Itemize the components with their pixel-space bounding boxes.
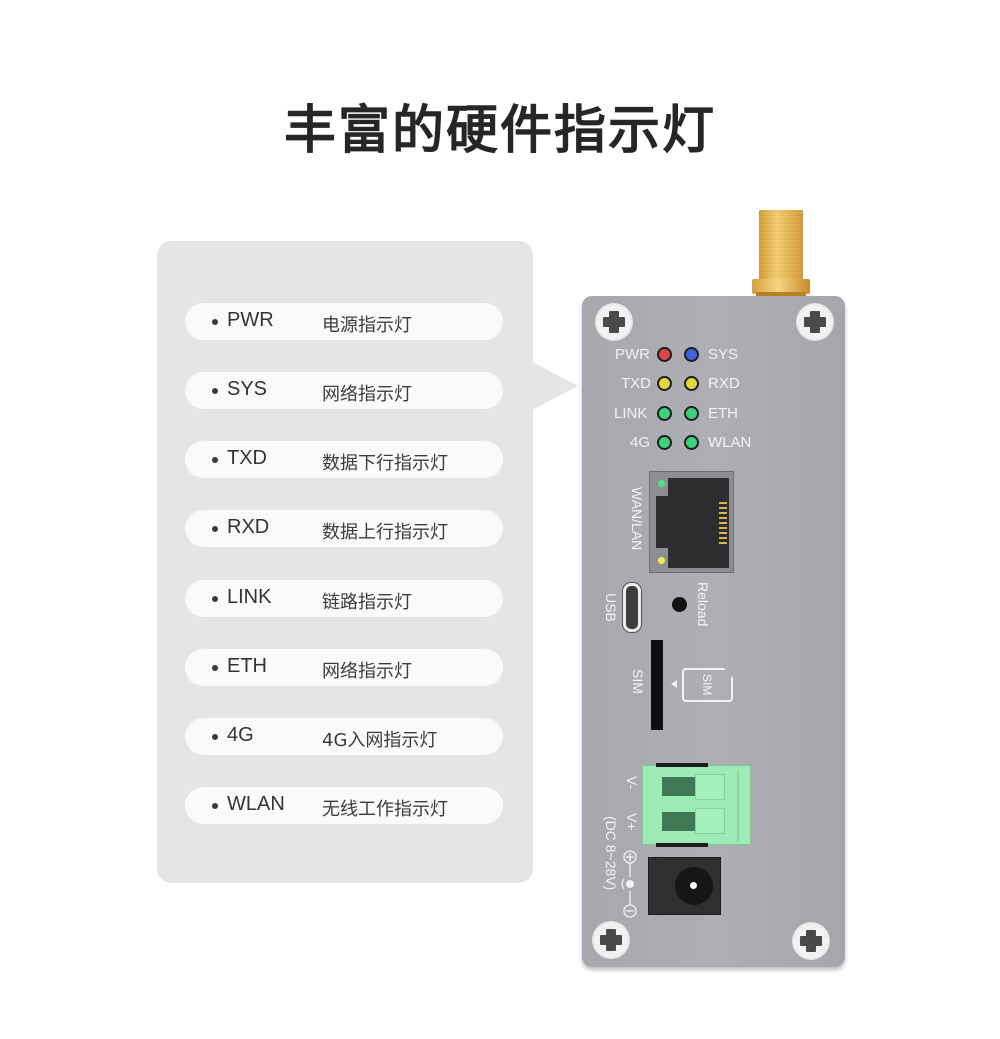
terminal-hole-v-plus: [662, 812, 695, 831]
sma-antenna-connector: [759, 210, 803, 282]
legend-description: 电源指示灯: [322, 315, 412, 336]
legend-code: ETH: [227, 655, 267, 677]
legend-item-wlan: WLAN 无线工作指示灯: [185, 787, 503, 824]
ethernet-pins: [719, 502, 727, 544]
legend-description: 网络指示灯: [322, 384, 412, 405]
antenna-nut: [752, 279, 810, 294]
screw-icon: [792, 922, 830, 960]
ethernet-port: [649, 471, 734, 573]
v-minus-label: V-: [624, 776, 640, 790]
bullet-icon: [212, 388, 218, 394]
legend-item-txd: TXD 数据下行指示灯: [185, 441, 503, 478]
led-pwr-indicator: [657, 347, 672, 362]
router-device-panel: [582, 296, 845, 967]
legend-code: WLAN: [227, 793, 285, 815]
legend-code: 4G: [227, 724, 254, 746]
bullet-icon: [212, 319, 218, 325]
led-wlan-indicator: [684, 435, 699, 450]
led-sys-indicator: [684, 347, 699, 362]
legend-code: RXD: [227, 516, 270, 538]
sim-slot-label: SIM: [630, 669, 646, 694]
legend-code: LINK: [227, 586, 272, 608]
antenna-washer: [756, 292, 806, 297]
bullet-icon: [212, 803, 218, 809]
led-label-4g: 4G: [630, 434, 651, 451]
bullet-icon: [212, 526, 218, 532]
legend-description: 网络指示灯: [322, 661, 412, 682]
led-txd-indicator: [657, 376, 672, 391]
screw-icon: [592, 921, 630, 959]
bullet-icon: [212, 457, 218, 463]
power-spec-label: (DC 8~28V): [603, 816, 619, 891]
v-plus-label: V+: [624, 813, 640, 831]
led-eth-indicator: [684, 406, 699, 421]
usb-port-label: USB: [603, 593, 619, 622]
led-label-eth: ETH: [708, 405, 738, 422]
dc-power-jack: [648, 857, 721, 915]
legend-item-eth: ETH 网络指示灯: [185, 649, 503, 686]
bullet-icon: [212, 665, 218, 671]
legend-description: 链路指示灯: [322, 592, 412, 613]
led-label-link: LINK: [614, 405, 648, 422]
sim-icon-label: SIM: [700, 674, 714, 696]
insert-direction-arrow-icon: [671, 680, 677, 688]
legend-item-link: LINK 链路指示灯: [185, 580, 503, 617]
legend-item-4g: 4G 4G入网指示灯: [185, 718, 503, 755]
power-terminal-block: [642, 763, 751, 847]
legend-description: 数据下行指示灯: [322, 453, 448, 474]
legend-code: SYS: [227, 378, 268, 400]
page-title: 丰富的硬件指示灯: [283, 101, 716, 161]
legend-description: 4G入网指示灯: [322, 730, 438, 751]
legend-description: 无线工作指示灯: [322, 799, 448, 820]
sim-card-slot: [651, 640, 663, 730]
legend-item-sys: SYS 网络指示灯: [185, 372, 503, 409]
legend-item-rxd: RXD 数据上行指示灯: [185, 510, 503, 547]
led-label-wlan: WLAN: [708, 434, 752, 451]
dc-polarity-icon: [621, 850, 637, 918]
legend-code: PWR: [227, 309, 274, 331]
ethernet-port-label: WAN/LAN: [629, 487, 645, 551]
terminal-hole-v-minus: [662, 777, 695, 796]
bullet-icon: [212, 596, 218, 602]
led-4g-indicator: [657, 435, 672, 450]
ethernet-link-led: [658, 480, 665, 487]
led-rxd-indicator: [684, 376, 699, 391]
led-label-txd: TXD: [621, 375, 651, 392]
legend-description: 数据上行指示灯: [322, 522, 448, 543]
led-label-rxd: RXD: [708, 375, 740, 392]
reload-label: Reload: [695, 582, 711, 627]
screw-icon: [796, 303, 834, 341]
indicator-legend-card: [157, 241, 533, 883]
led-label-sys: SYS: [708, 346, 739, 363]
reload-button[interactable]: [672, 597, 687, 612]
led-label-pwr: PWR: [615, 346, 650, 363]
legend-pointer: [532, 362, 578, 410]
legend-code: TXD: [227, 447, 267, 469]
legend-item-pwr: PWR 电源指示灯: [185, 303, 503, 340]
screw-icon: [595, 303, 633, 341]
ethernet-activity-led: [658, 557, 665, 564]
micro-usb-port: [623, 583, 641, 632]
bullet-icon: [212, 734, 218, 740]
sim-card-icon: [682, 668, 733, 702]
led-link-indicator: [657, 406, 672, 421]
